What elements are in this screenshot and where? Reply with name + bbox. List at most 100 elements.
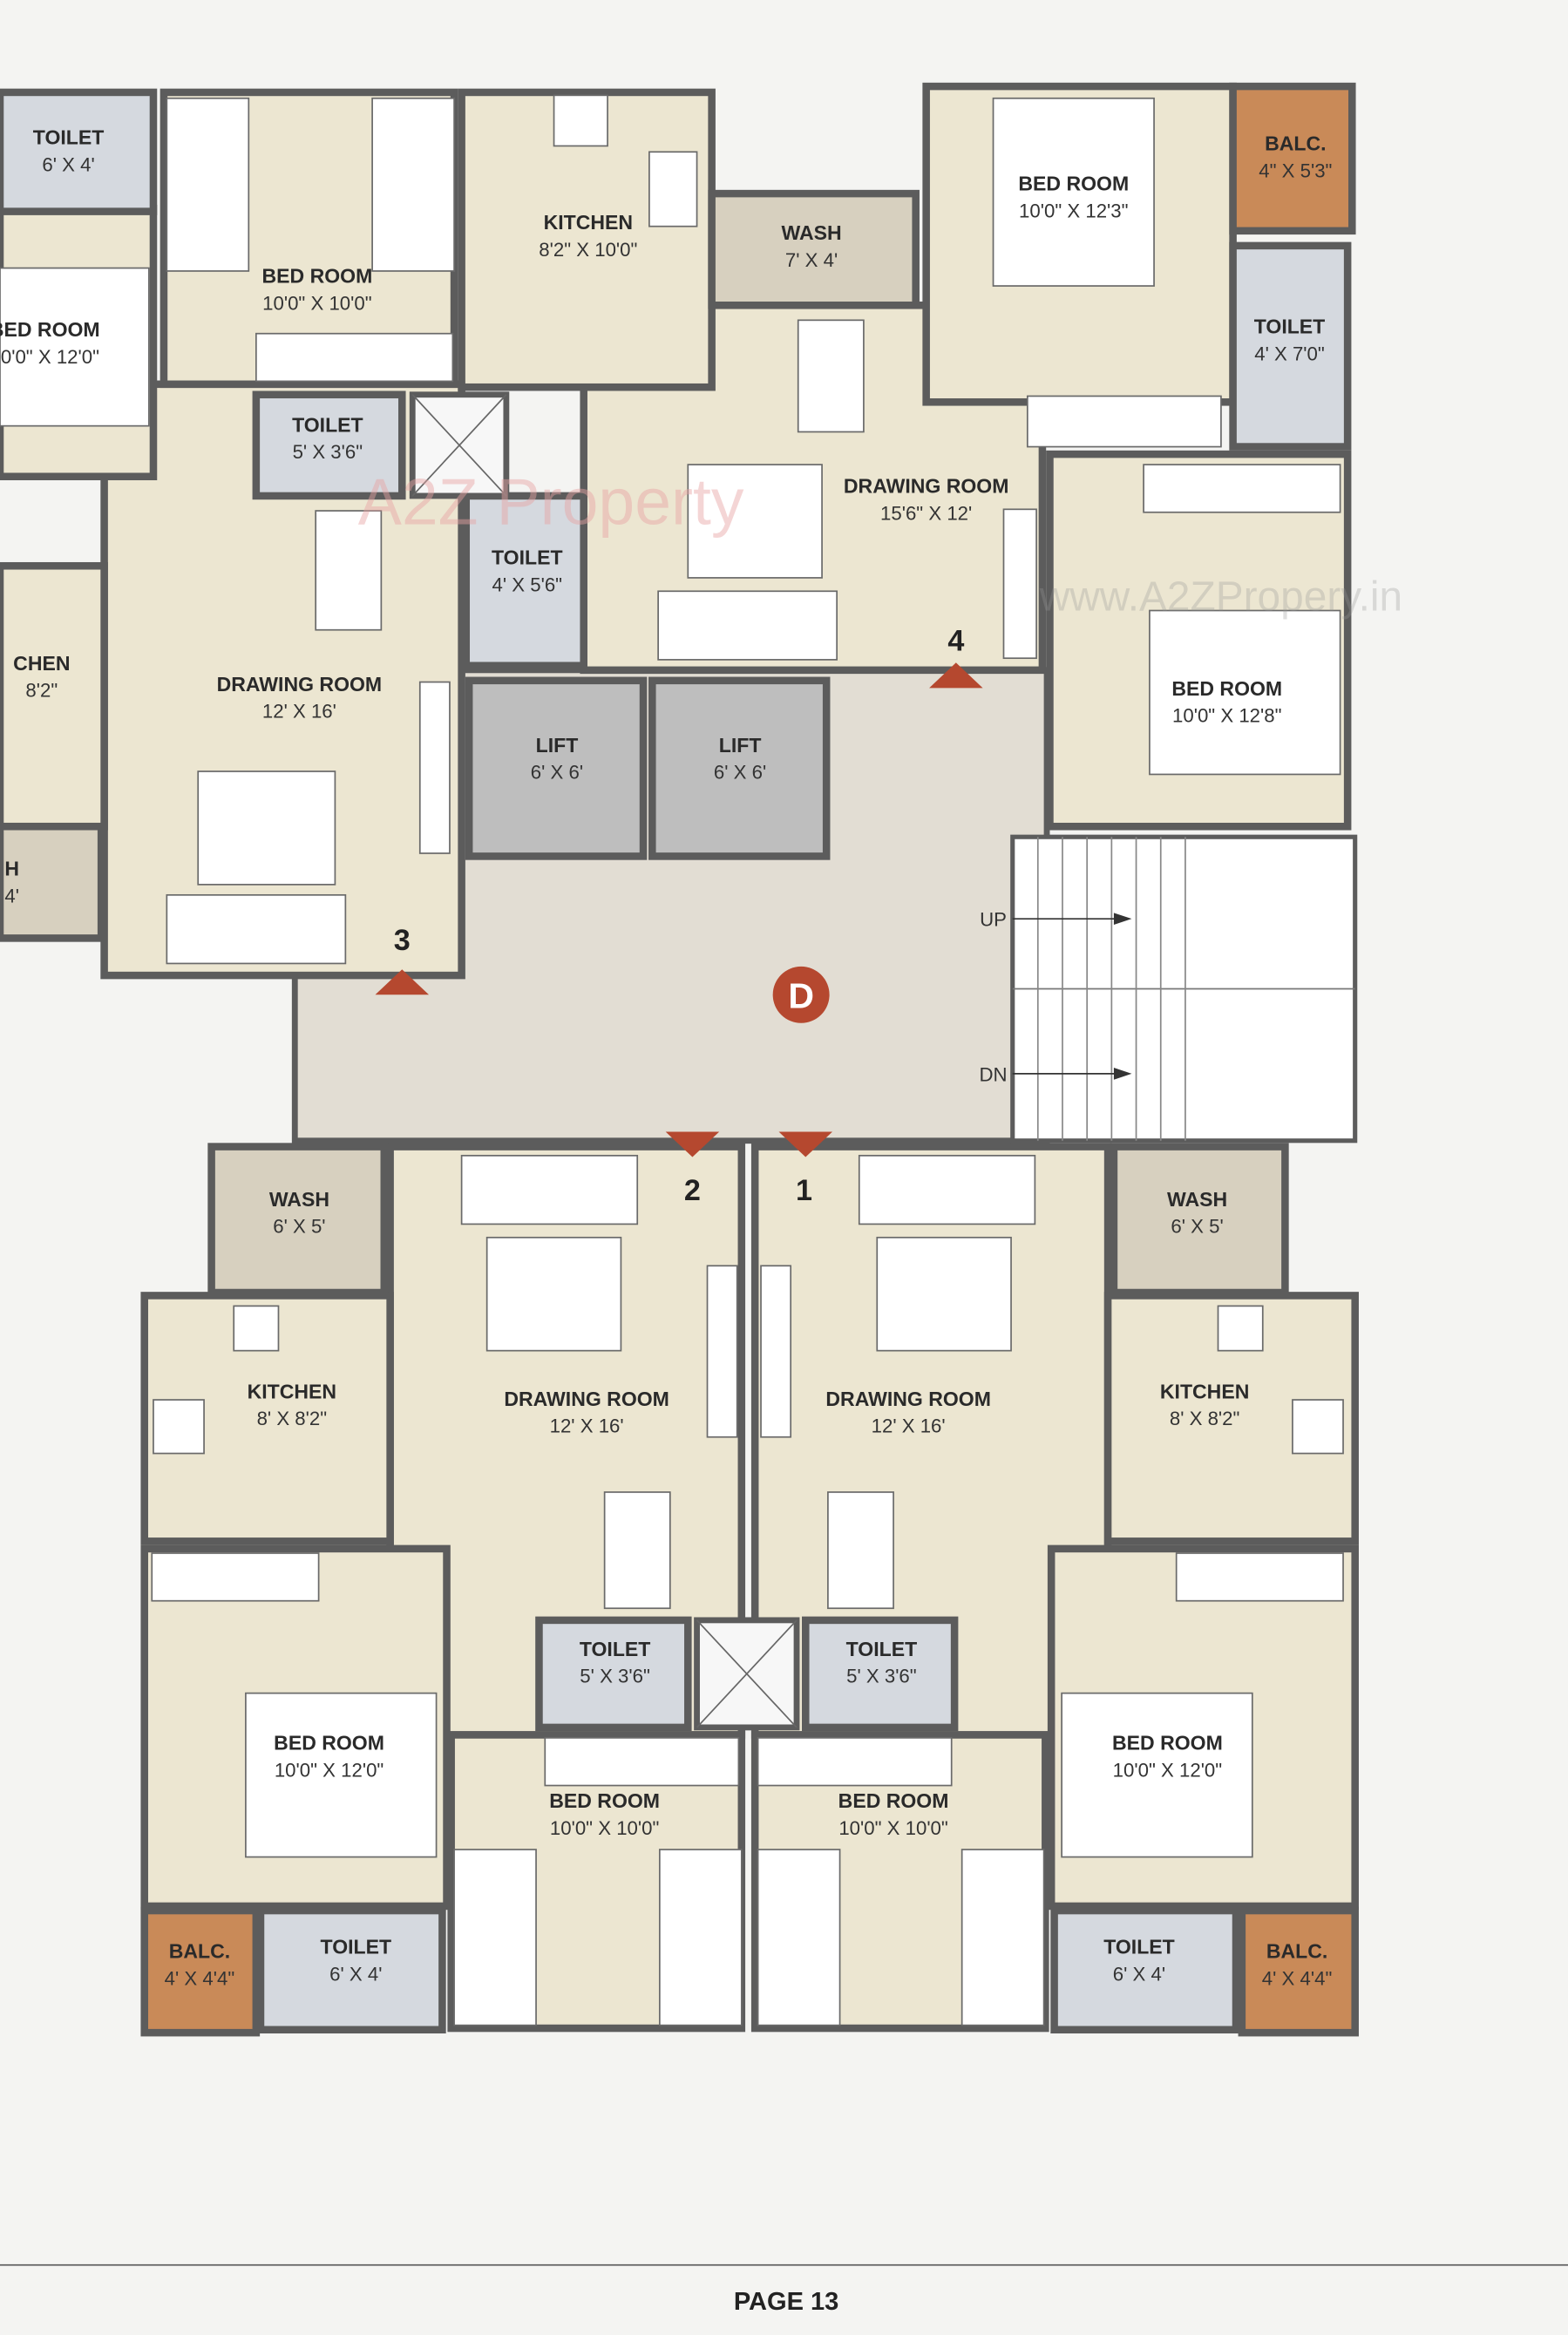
arrow-head-icon [1113, 1068, 1132, 1080]
room-name: KITCHEN [1160, 1380, 1249, 1402]
room-dimensions: 10'0" X 12'0" [1113, 1759, 1222, 1781]
bed-icon [658, 1849, 743, 2026]
room-dimensions: 10'0" X 10'0" [838, 1817, 947, 1839]
room-toilet [252, 390, 406, 500]
room-name: TOILET [321, 1936, 392, 1958]
wardrobe-icon [255, 332, 454, 383]
room-dimensions: 10'0" X 12'8" [1172, 705, 1281, 727]
watermark-logo: A2Z Property [358, 465, 744, 538]
room-name: TOILET [33, 126, 105, 149]
flat-number: 4 [947, 625, 964, 658]
wardrobe-icon [1175, 1552, 1344, 1602]
tv-unit-icon [760, 1265, 792, 1438]
room-name: TOILET [580, 1638, 651, 1660]
stove-icon [1292, 1399, 1344, 1455]
rug-icon [485, 1236, 622, 1352]
bed-icon [0, 267, 150, 427]
sofa-icon [166, 893, 347, 965]
room-dimensions: 6' X 6' [531, 762, 583, 784]
tv-unit-icon [418, 681, 451, 854]
wardrobe-icon [544, 1737, 740, 1787]
room-dimensions: 10'0" X 10'0" [262, 292, 371, 314]
bed-icon [992, 97, 1155, 287]
stair-down-label: DN [979, 1063, 1007, 1085]
room-dimensions: 4" X 5'3" [1259, 160, 1332, 181]
room-name: DRAWING ROOM [217, 673, 382, 696]
entrance-flat-3: 3 [375, 924, 430, 995]
room-toilet [535, 1616, 692, 1732]
room-dimensions: 4' X 7'0" [1254, 343, 1325, 364]
room-name: BED ROOM [1171, 677, 1282, 700]
room-name: BED ROOM [549, 1789, 660, 1812]
watermark-website: www.A2ZPropery.in [1039, 574, 1402, 621]
room-name: KITCHEN [248, 1380, 336, 1402]
room-balc [1229, 82, 1356, 235]
sofa-icon [657, 590, 838, 661]
room-name: WASH [782, 221, 842, 244]
room-name: BED ROOM [838, 1789, 949, 1812]
staircase [1010, 834, 1358, 1144]
rug-icon [687, 464, 823, 579]
room-dimensions: 6' X 4' [329, 1963, 382, 1985]
room-dimensions: 6' X 6' [714, 762, 766, 784]
room-dimensions: 4' X 5'6" [492, 574, 563, 595]
room-name: CHEN [13, 652, 70, 675]
room-lift [648, 676, 831, 860]
room-dimensions: 8'2" X 10'0" [539, 239, 637, 261]
wardrobe-icon [151, 1552, 320, 1602]
page-number: PAGE 13 [734, 2288, 838, 2316]
room-dimensions: 6' X 5' [273, 1216, 325, 1238]
room-dimensions: 12' X 16' [550, 1415, 624, 1437]
room-wash [1110, 1143, 1289, 1297]
room-balc [140, 1906, 261, 2037]
room-dimensions: 6' X 4' [1113, 1963, 1165, 1985]
room-dimensions: 8' X 8'2" [1170, 1408, 1240, 1429]
room-balc [1238, 1906, 1359, 2037]
sofa-icon [858, 1154, 1036, 1225]
room-dimensions: 4' [4, 885, 19, 906]
room-name: WASH [1167, 1188, 1227, 1211]
room-wash [207, 1143, 389, 1297]
room-dimensions: 5' X 3'6" [293, 441, 363, 463]
room-name: BALC. [1265, 132, 1326, 155]
flat-number: 3 [394, 924, 411, 957]
room-toilet [256, 1906, 446, 2034]
room-dimensions: 4' X 4'4" [1262, 1967, 1333, 1989]
entrance-arrow-icon [929, 662, 983, 689]
room-name: BED ROOM [0, 318, 100, 341]
bed-icon [453, 1849, 537, 2026]
room-h [0, 822, 105, 942]
rug-icon [197, 770, 336, 886]
sink-icon [648, 151, 698, 227]
room-name: BED ROOM [262, 265, 373, 288]
room-name: LIFT [536, 734, 579, 757]
room-dimensions: 5' X 3'6" [580, 1666, 650, 1687]
room-dimensions: 5' X 3'6" [846, 1666, 917, 1687]
entrance-arrow-icon [778, 1131, 833, 1157]
room-name: LIFT [719, 734, 762, 757]
room-name: BALC. [1266, 1940, 1327, 1963]
block-badge [772, 966, 830, 1023]
tv-unit-icon [1002, 508, 1037, 660]
room-dimensions: 10'0" X 10'0" [550, 1817, 659, 1839]
room-dimensions: 10'0" X 12'3" [1019, 200, 1128, 221]
room-name: TOILET [292, 413, 363, 436]
entrance-arrow-icon [375, 969, 430, 995]
room-toilet [0, 88, 158, 215]
room-name: TOILET [1103, 1936, 1175, 1958]
room-dimensions: 8'2" [25, 680, 58, 702]
bed-icon [245, 1692, 438, 1858]
room-dimensions: 12' X 16' [262, 701, 336, 723]
room-dimensions: 6' X 5' [1171, 1216, 1223, 1238]
dining-table-icon [797, 319, 865, 433]
room-lift [465, 676, 648, 860]
stair-up-label: UP [980, 909, 1007, 931]
room-name: TOILET [1254, 316, 1326, 338]
dining-table-icon [603, 1491, 671, 1610]
bed-icon [1149, 609, 1341, 776]
tv-unit-icon [706, 1265, 738, 1438]
room-name: TOILET [492, 546, 563, 569]
bed-icon [960, 1849, 1045, 2026]
shaft-cross-line [696, 1619, 798, 1728]
